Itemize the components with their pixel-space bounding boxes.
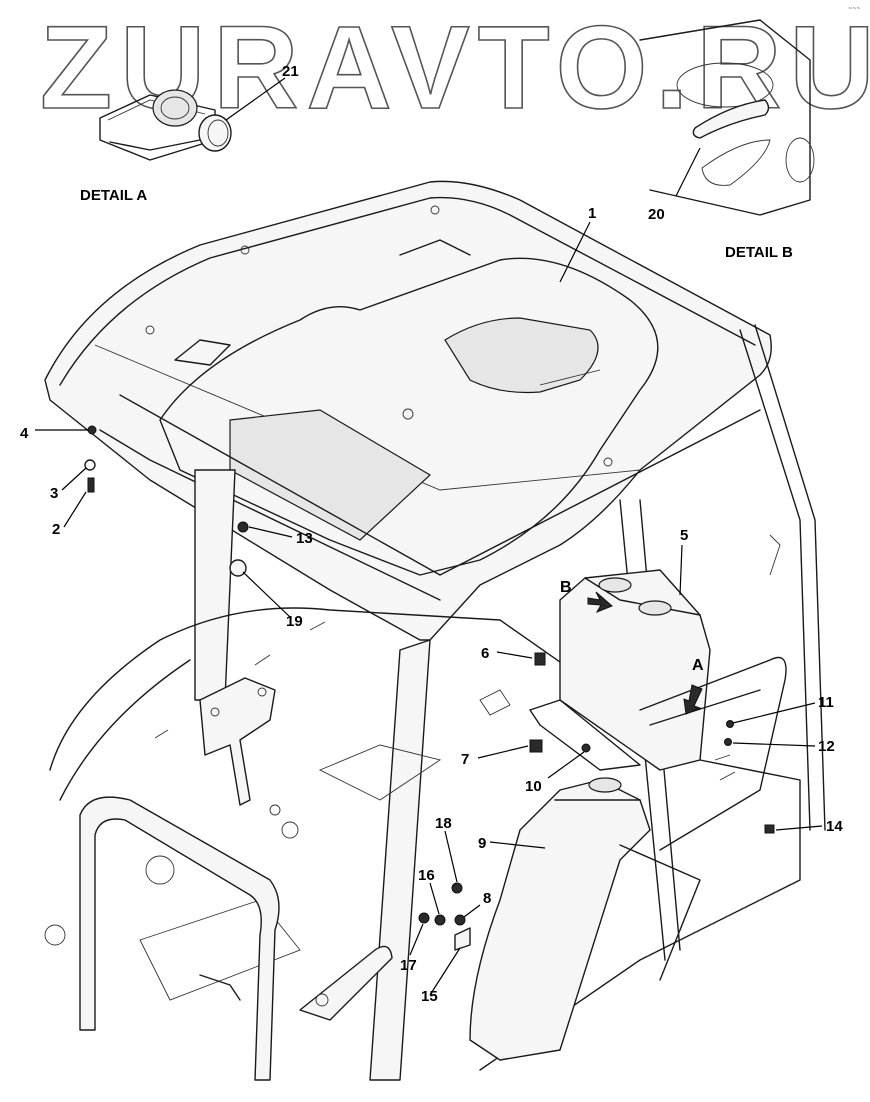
nut-17 [418, 912, 430, 924]
callout-4: 4 [20, 425, 29, 442]
view-letter-b: B [560, 579, 572, 596]
cab-floor [44, 607, 801, 1071]
cab-pillars [194, 324, 826, 1081]
callout-14: 14 [826, 818, 843, 835]
side-console-9 [469, 656, 787, 1061]
arrow-b [587, 591, 613, 613]
callout-11: 11 [818, 694, 834, 711]
bolt-6 [534, 652, 546, 666]
washer-16 [434, 914, 446, 926]
screw-2 [87, 477, 95, 493]
door-frame [79, 796, 393, 1081]
plug-21 [198, 114, 232, 152]
callout-16: 16 [418, 867, 435, 884]
view-arrows: B A [560, 579, 704, 715]
detail-b-inset [639, 19, 815, 216]
washer-12 [724, 738, 732, 746]
callout-3: 3 [50, 485, 58, 502]
nut-8 [454, 914, 466, 926]
detail-a-inset [99, 89, 232, 161]
corner-code: ~~~ [848, 6, 861, 12]
callout-labels: 1 2 3 4 5 6 7 8 9 10 11 12 13 14 15 16 1… [20, 63, 843, 1005]
callout-8: 8 [483, 890, 491, 907]
callout-5: 5 [680, 527, 688, 544]
plug-13 [237, 521, 249, 533]
callout-21: 21 [282, 63, 299, 80]
console-5 [529, 569, 711, 771]
grommet-20 [692, 99, 770, 139]
bolt-18 [451, 882, 463, 894]
callout-9: 9 [478, 835, 486, 852]
callout-13: 13 [296, 530, 313, 547]
leader-lines [35, 77, 823, 996]
nut-7 [529, 739, 543, 753]
hardware [84, 425, 775, 951]
cab-roof [44, 180, 772, 641]
washer-3 [84, 459, 96, 471]
nut-4 [87, 425, 97, 435]
bracket-15 [454, 927, 471, 951]
callout-20: 20 [648, 206, 665, 223]
callout-18: 18 [435, 815, 452, 832]
callout-7: 7 [461, 751, 469, 768]
view-letter-a: A [692, 657, 704, 674]
callout-19: 19 [286, 613, 303, 630]
screw-11 [726, 720, 734, 728]
callout-10: 10 [525, 778, 542, 795]
detail-b-label: DETAIL B [725, 244, 793, 261]
callout-2: 2 [52, 521, 60, 538]
washer-10 [581, 743, 591, 753]
clip-14 [764, 824, 775, 834]
callout-17: 17 [400, 957, 417, 974]
callout-1: 1 [588, 205, 596, 222]
callout-6: 6 [481, 645, 489, 662]
hinge-bracket [199, 677, 276, 806]
callout-12: 12 [818, 738, 835, 755]
detail-a-label: DETAIL A [80, 187, 147, 204]
arrow-a [683, 684, 703, 715]
plug-19 [229, 559, 247, 577]
callout-15: 15 [421, 988, 438, 1005]
